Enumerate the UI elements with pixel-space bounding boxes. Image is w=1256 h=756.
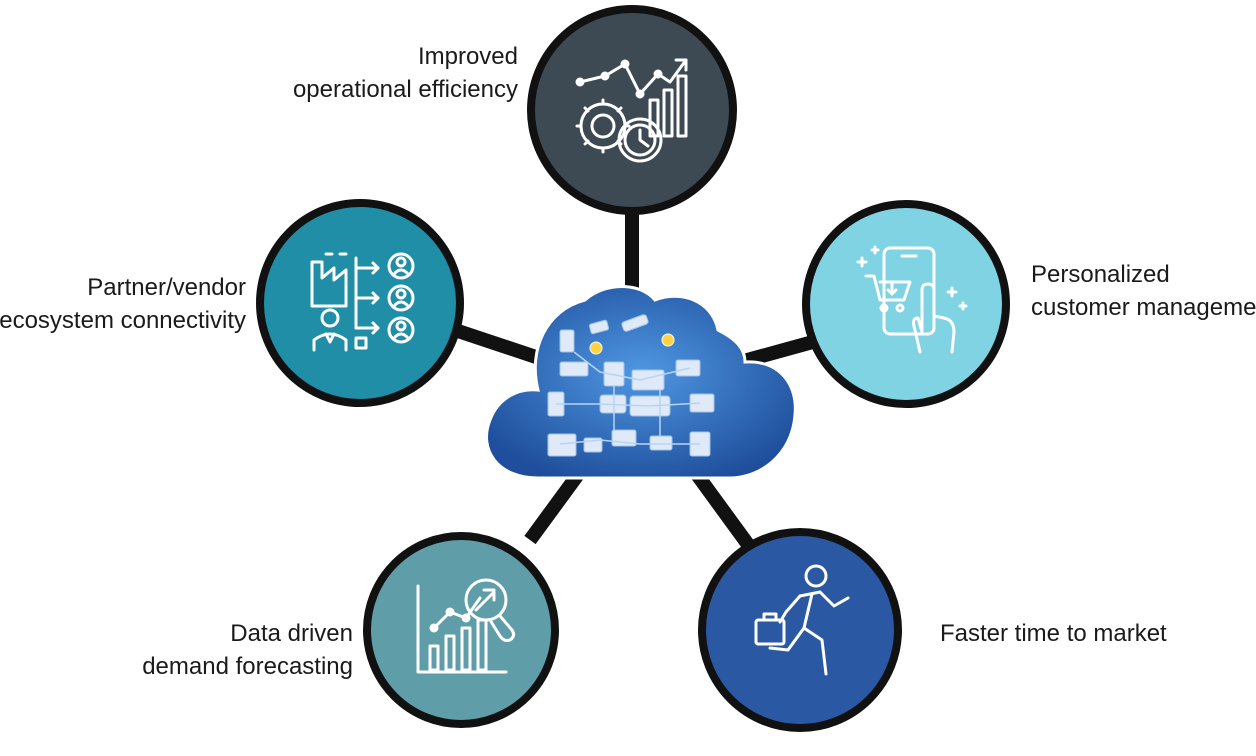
- label-market: Faster time to market: [940, 617, 1240, 650]
- label-line: customer management: [1031, 294, 1256, 321]
- label-line: Improved: [417, 43, 518, 70]
- gears-clock-growth-chart-icon: [575, 58, 688, 163]
- label-line: demand forecasting: [142, 653, 353, 680]
- label-line: operational efficiency: [292, 76, 518, 103]
- label-line: ecosystem connectivity: [0, 307, 246, 334]
- factory-partners-network-icon: [310, 252, 415, 352]
- label-line: Partner/vendor: [87, 274, 246, 301]
- bar-chart-magnifier-icon: [416, 578, 516, 674]
- label-operational: Improved operational efficiency: [200, 40, 518, 106]
- cloud-iot-devices-icon: [547, 314, 715, 457]
- node-market: [698, 528, 902, 732]
- node-operational: [527, 5, 737, 215]
- node-partner: [256, 199, 464, 407]
- connector-personalized: [738, 333, 822, 369]
- node-personalized: [802, 200, 1010, 408]
- label-personalized: Personalized customer management: [1031, 258, 1256, 324]
- running-man-briefcase-icon: [754, 564, 850, 676]
- label-line: Personalized: [1031, 261, 1170, 288]
- label-partner: Partner/vendor ecosystem connectivity: [0, 271, 246, 337]
- cloud-hub: [485, 285, 797, 480]
- label-forecasting: Data driven demand forecasting: [60, 617, 353, 683]
- label-line: Faster time to market: [940, 620, 1167, 647]
- mobile-touch-cart-icon: [856, 245, 968, 354]
- label-line: Data driven: [230, 620, 353, 647]
- connector-partner: [452, 323, 548, 367]
- node-forecasting: [363, 532, 559, 728]
